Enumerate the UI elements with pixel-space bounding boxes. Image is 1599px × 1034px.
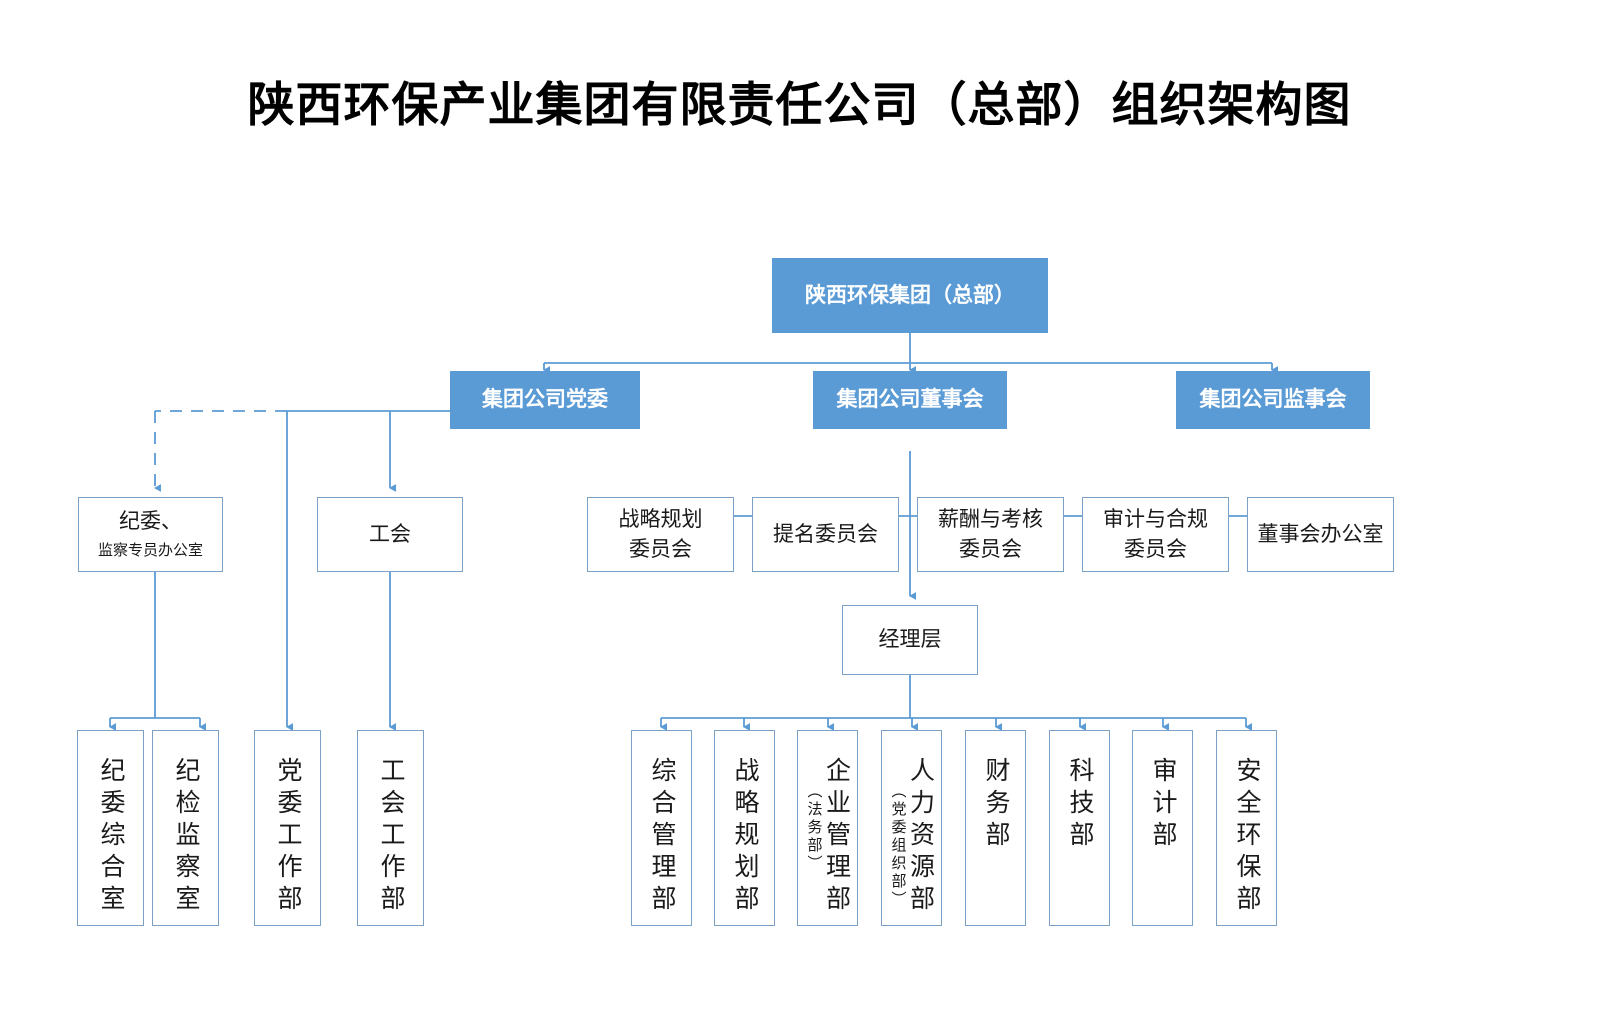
vertical-text-wrap: 财务部: [982, 757, 1010, 853]
node-audit-compliance-committee[interactable]: 审计与合规 委员会: [1082, 497, 1229, 572]
node-audit-compliance-committee-sublabel: 委员会: [1124, 537, 1187, 561]
node-finance-dept[interactable]: 财务部: [965, 730, 1026, 926]
vertical-text-wrap: 审计部: [1149, 757, 1177, 853]
node-strategy-committee-label: 战略规划: [618, 507, 703, 531]
node-management-layer[interactable]: 经理层: [842, 605, 978, 675]
vertical-text-wrap: 人力资源部 （党委组织部）: [889, 757, 935, 917]
node-board[interactable]: 集团公司董事会: [813, 371, 1007, 429]
vertical-text-wrap: 安全环保部: [1233, 757, 1261, 917]
vertical-text-wrap: 综合管理部: [648, 757, 676, 917]
node-union-work-dept-label: 工会工作部: [377, 757, 405, 917]
node-safety-environment-dept-label: 安全环保部: [1233, 757, 1261, 917]
node-technology-dept-label: 科技部: [1066, 757, 1094, 853]
node-discipline-office[interactable]: 纪委、 监察专员办公室: [78, 497, 223, 572]
node-safety-environment-dept[interactable]: 安全环保部: [1216, 730, 1277, 926]
vertical-text-wrap: 科技部: [1066, 757, 1094, 853]
node-human-resources-dept-label: 人力资源部: [906, 757, 935, 917]
node-enterprise-management-dept-sublabel: （法务部）: [805, 783, 823, 873]
node-discipline-office-label: 纪委、: [119, 509, 182, 533]
node-finance-dept-label: 财务部: [982, 757, 1010, 853]
node-labor-union-label: 工会: [369, 522, 411, 546]
node-audit-dept-label: 审计部: [1149, 757, 1177, 853]
node-audit-compliance-committee-label: 审计与合规: [1103, 507, 1208, 531]
node-compensation-committee-label: 薪酬与考核: [938, 507, 1043, 531]
node-supervisory-board-label: 集团公司监事会: [1199, 388, 1347, 412]
node-party-committee[interactable]: 集团公司党委: [450, 371, 640, 429]
vertical-text-wrap: 企业管理部 （法务部）: [805, 757, 851, 917]
node-technology-dept[interactable]: 科技部: [1049, 730, 1110, 926]
node-general-management-dept-label: 综合管理部: [648, 757, 676, 917]
node-nomination-committee-label: 提名委员会: [773, 522, 878, 546]
vertical-text-wrap: 战略规划部: [731, 757, 759, 917]
node-compensation-committee-sublabel: 委员会: [959, 537, 1022, 561]
node-audit-dept[interactable]: 审计部: [1132, 730, 1193, 926]
node-discipline-office-sublabel: 监察专员办公室: [97, 542, 203, 560]
node-discipline-general-office-label: 纪委综合室: [97, 757, 125, 917]
node-compensation-committee[interactable]: 薪酬与考核 委员会: [917, 497, 1064, 572]
vertical-text-wrap: 纪委综合室: [97, 757, 125, 917]
node-discipline-general-office[interactable]: 纪委综合室: [77, 730, 144, 926]
node-discipline-inspection-office-label: 纪检监察室: [172, 757, 200, 917]
vertical-text-wrap: 纪检监察室: [172, 757, 200, 917]
node-supervisory-board[interactable]: 集团公司监事会: [1176, 371, 1370, 429]
node-enterprise-management-dept-label: 企业管理部: [822, 757, 851, 917]
node-party-committee-label: 集团公司党委: [482, 388, 608, 412]
node-management-layer-label: 经理层: [878, 628, 942, 652]
vertical-text-wrap: 党委工作部: [274, 757, 302, 917]
node-party-work-dept-label: 党委工作部: [274, 757, 302, 917]
node-root[interactable]: 陕西环保集团（总部）: [772, 258, 1048, 333]
node-strategy-planning-dept[interactable]: 战略规划部: [714, 730, 775, 926]
page-title: 陕西环保产业集团有限责任公司（总部）组织架构图: [247, 80, 1352, 132]
node-human-resources-dept[interactable]: 人力资源部 （党委组织部）: [881, 730, 942, 926]
node-discipline-inspection-office[interactable]: 纪检监察室: [152, 730, 219, 926]
node-general-management-dept[interactable]: 综合管理部: [631, 730, 692, 926]
node-union-work-dept[interactable]: 工会工作部: [357, 730, 424, 926]
node-strategy-committee[interactable]: 战略规划 委员会: [587, 497, 734, 572]
node-human-resources-dept-sublabel: （党委组织部）: [889, 783, 907, 909]
node-board-label: 集团公司董事会: [836, 388, 984, 412]
node-strategy-planning-dept-label: 战略规划部: [731, 757, 759, 917]
node-party-work-dept[interactable]: 党委工作部: [254, 730, 321, 926]
node-board-office[interactable]: 董事会办公室: [1247, 497, 1394, 572]
node-board-office-label: 董事会办公室: [1257, 522, 1384, 546]
node-strategy-committee-sublabel: 委员会: [629, 537, 692, 561]
node-enterprise-management-dept[interactable]: 企业管理部 （法务部）: [797, 730, 858, 926]
vertical-text-wrap: 工会工作部: [377, 757, 405, 917]
node-labor-union[interactable]: 工会: [317, 497, 463, 572]
node-root-label: 陕西环保集团（总部）: [805, 283, 1015, 307]
node-nomination-committee[interactable]: 提名委员会: [752, 497, 899, 572]
